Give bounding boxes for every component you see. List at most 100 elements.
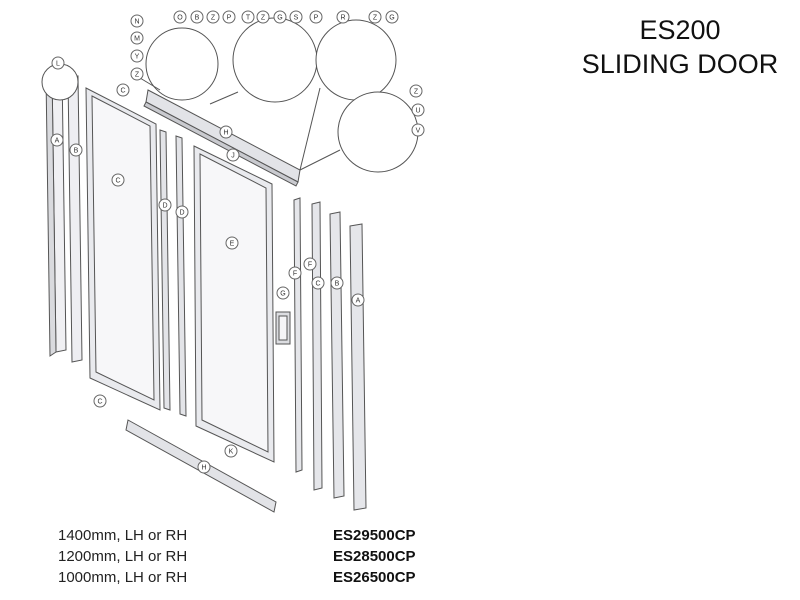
label-letter: B: [195, 15, 200, 22]
label-bubble: [69, 143, 83, 157]
label-letter: B: [74, 148, 79, 155]
detail-circle-2: [145, 27, 219, 101]
label-letter: P: [314, 15, 319, 22]
channel-right: [329, 211, 345, 499]
part-label: C: [93, 394, 107, 408]
spec-code: ES28500CP: [333, 548, 416, 565]
label-bubble: [241, 10, 255, 24]
part-label: A: [50, 133, 64, 147]
label-letter: D: [162, 203, 167, 210]
label-letter: O: [177, 15, 183, 22]
label-letter: A: [356, 298, 361, 305]
label-bubble: [158, 198, 172, 212]
part-label: B: [190, 10, 204, 24]
label-letter: M: [134, 36, 140, 43]
label-bubble: [256, 10, 270, 24]
label-letter: H: [223, 130, 228, 137]
part-label: V: [411, 123, 425, 137]
part-label: E: [225, 236, 239, 250]
label-bubble: [224, 444, 238, 458]
label-bubble: [336, 10, 350, 24]
label-bubble: [93, 394, 107, 408]
part-label: A: [351, 293, 365, 307]
part-label: Y: [130, 49, 144, 63]
part-label: C: [111, 173, 125, 187]
label-bubble: [225, 236, 239, 250]
spec-size: 1000mm, LH or RH: [58, 569, 188, 586]
label-letter: C: [115, 178, 120, 185]
label-letter: Z: [261, 15, 266, 22]
label-letter: T: [246, 15, 251, 22]
part-label: M: [130, 31, 144, 45]
label-letter: Z: [373, 15, 378, 22]
label-bubble: [206, 10, 220, 24]
label-letter: P: [227, 15, 232, 22]
part-label: J: [226, 148, 240, 162]
label-letter: G: [277, 15, 282, 22]
label-bubble: [411, 103, 425, 117]
part-label: P: [309, 10, 323, 24]
label-bubble: [411, 123, 425, 137]
label-letter: F: [293, 271, 297, 278]
part-label: U: [411, 103, 425, 117]
part-label: N: [130, 14, 144, 28]
spec-code: ES26500CP: [333, 569, 416, 586]
label-bubble: [309, 10, 323, 24]
label-letter: J: [231, 153, 235, 160]
channel-left: [67, 75, 83, 363]
label-letter: S: [294, 15, 299, 22]
label-letter: G: [389, 15, 394, 22]
label-bubble: [219, 125, 233, 139]
profile-d2: [175, 135, 187, 417]
part-label: H: [219, 125, 233, 139]
part-label: Z: [130, 67, 144, 81]
label-letter: C: [97, 399, 102, 406]
part-label: C: [311, 276, 325, 290]
label-letter: R: [340, 15, 345, 22]
label-letter: Z: [211, 15, 216, 22]
label-bubble: [385, 10, 399, 24]
label-bubble: [303, 257, 317, 271]
part-label: T: [241, 10, 255, 24]
label-bubble: [175, 205, 189, 219]
label-bubble: [50, 133, 64, 147]
label-bubble: [130, 31, 144, 45]
label-bubble: [111, 173, 125, 187]
label-letter: D: [179, 210, 184, 217]
label-bubble: [130, 49, 144, 63]
label-letter: F: [308, 262, 312, 269]
part-label: B: [330, 276, 344, 290]
detail-circle-3: [232, 17, 318, 103]
label-letter: H: [201, 465, 206, 472]
label-bubble: [409, 84, 423, 98]
label-letter: N: [134, 19, 139, 26]
label-bubble: [197, 460, 211, 474]
detail-circle-5: [337, 91, 419, 173]
wall-profile-right: [349, 223, 367, 511]
label-letter: B: [335, 281, 340, 288]
label-bubble: [51, 56, 65, 70]
detail-circle-1: [41, 63, 79, 101]
detail-circle-4: [315, 19, 397, 101]
profile-f: [293, 197, 303, 473]
label-bubble: [368, 10, 382, 24]
label-bubble: [173, 10, 187, 24]
part-label: R: [336, 10, 350, 24]
part-label: D: [158, 198, 172, 212]
label-letter: E: [230, 241, 235, 248]
profile-d1: [159, 129, 171, 411]
label-letter: Z: [414, 89, 419, 96]
part-label: Z: [256, 10, 270, 24]
part-label: F: [288, 266, 302, 280]
part-label: K: [224, 444, 238, 458]
label-letter: L: [56, 61, 60, 68]
part-label: S: [289, 10, 303, 24]
part-label: P: [222, 10, 236, 24]
label-bubble: [190, 10, 204, 24]
part-label: B: [69, 143, 83, 157]
label-bubble: [130, 67, 144, 81]
label-letter: G: [280, 291, 285, 298]
spec-size: 1400mm, LH or RH: [58, 527, 188, 544]
part-label: F: [303, 257, 317, 271]
